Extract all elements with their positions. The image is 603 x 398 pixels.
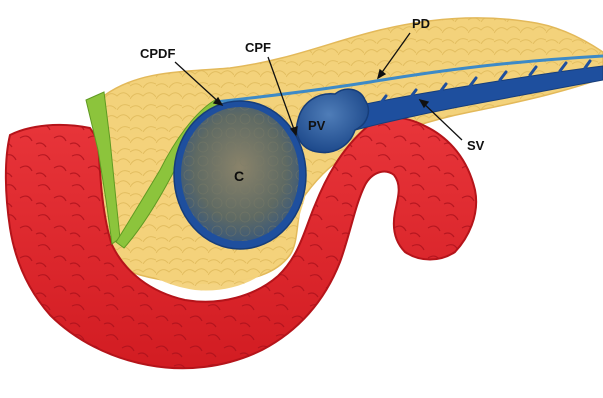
label-c: C [234, 168, 244, 184]
label-cpf: CPF [245, 40, 271, 55]
label-pv: PV [308, 118, 326, 133]
label-cpdf: CPDF [140, 46, 175, 61]
label-pd: PD [412, 16, 430, 31]
label-sv: SV [467, 138, 485, 153]
